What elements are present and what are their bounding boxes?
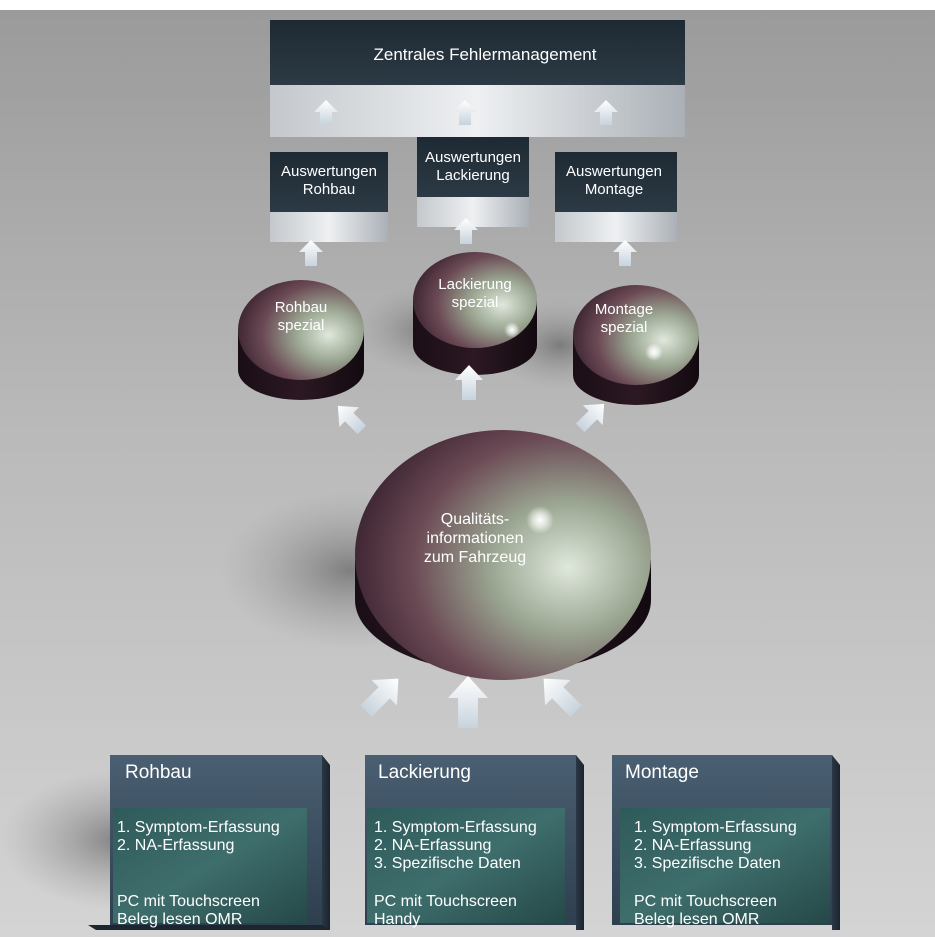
station-montage-device1: PC mit Touchscreen [634,893,777,910]
center-line2: informationen [427,530,524,547]
lackierung-spezial-line2: spezial [452,294,499,311]
station-rohbau-item2: 2. NA-Erfassung [117,837,234,854]
station-montage-item3: 3. Spezifische Daten [634,855,781,872]
station-lackierung-item1: 1. Symptom-Erfassung [374,819,537,836]
station-montage: Montage 1. Symptom-Erfassung 2. NA-Erfas… [612,755,840,930]
arrow-up-icon [455,365,483,400]
station-rohbau-device1: PC mit Touchscreen [117,893,260,910]
arrow-up-icon [454,218,478,244]
auswertungen-montage-line1: Auswertungen [566,163,662,180]
station-montage-title: Montage [625,762,699,783]
auswertungen-rohbau-box: Auswertungen Rohbau [270,152,388,242]
arrow-up-left-icon [337,405,367,435]
auswertungen-lackierung-line1: Auswertungen [425,149,521,166]
station-lackierung-device2: Handy [374,911,420,928]
arrow-up-icon [453,100,477,125]
arrow-up-right-icon [360,678,399,717]
arrow-up-icon [448,676,488,728]
top-band [0,0,935,10]
station-lackierung-item3: 3. Spezifische Daten [374,855,521,872]
arrow-up-left-icon [543,678,582,717]
montage-spezial-line2: spezial [601,319,648,336]
station-lackierung-item2: 2. NA-Erfassung [374,837,491,854]
lackierung-spezial-dome: Lackierung spezial [413,252,537,375]
center-line1: Qualitäts- [441,511,509,528]
station-lackierung-title: Lackierung [378,762,471,783]
rohbau-spezial-line2: spezial [278,317,325,334]
center-line3: zum Fahrzeug [424,549,526,566]
rohbau-spezial-dome: Rohbau spezial [238,280,364,400]
station-montage-item1: 1. Symptom-Erfassung [634,819,797,836]
montage-spezial-dome: Montage spezial [573,285,699,405]
center-quality-dome: Qualitäts- informationen zum Fahrzeug [355,430,651,680]
station-lackierung: Lackierung 1. Symptom-Erfassung 2. NA-Er… [365,755,584,930]
montage-spezial-line1: Montage [595,301,653,318]
arrow-up-icon [314,100,338,125]
station-lackierung-device1: PC mit Touchscreen [374,893,517,910]
auswertungen-lackierung-line2: Lackierung [436,167,509,184]
header-cabinet: Zentrales Fehlermanagement [270,20,685,137]
lackierung-spezial-line1: Lackierung [438,276,511,293]
arrow-up-right-icon [575,403,605,433]
arrow-up-icon [613,240,637,266]
station-montage-item2: 2. NA-Erfassung [634,837,751,854]
station-rohbau-item1: 1. Symptom-Erfassung [117,819,280,836]
auswertungen-rohbau-line2: Rohbau [303,181,356,198]
auswertungen-montage-box: Auswertungen Montage [555,152,677,242]
station-montage-device2: Beleg lesen OMR [634,911,759,928]
rohbau-spezial-line1: Rohbau [275,299,328,316]
header-title: Zentrales Fehlermanagement [373,45,596,64]
station-rohbau-device2: Beleg lesen OMR [117,911,242,928]
arrow-up-icon [594,100,618,125]
auswertungen-rohbau-line1: Auswertungen [281,163,377,180]
auswertungen-lackierung-box: Auswertungen Lackierung [417,137,529,227]
station-rohbau-title: Rohbau [125,762,192,783]
auswertungen-montage-line2: Montage [585,181,643,198]
station-rohbau: Rohbau 1. Symptom-Erfassung 2. NA-Erfass… [88,755,330,930]
arrow-up-icon [299,240,323,266]
